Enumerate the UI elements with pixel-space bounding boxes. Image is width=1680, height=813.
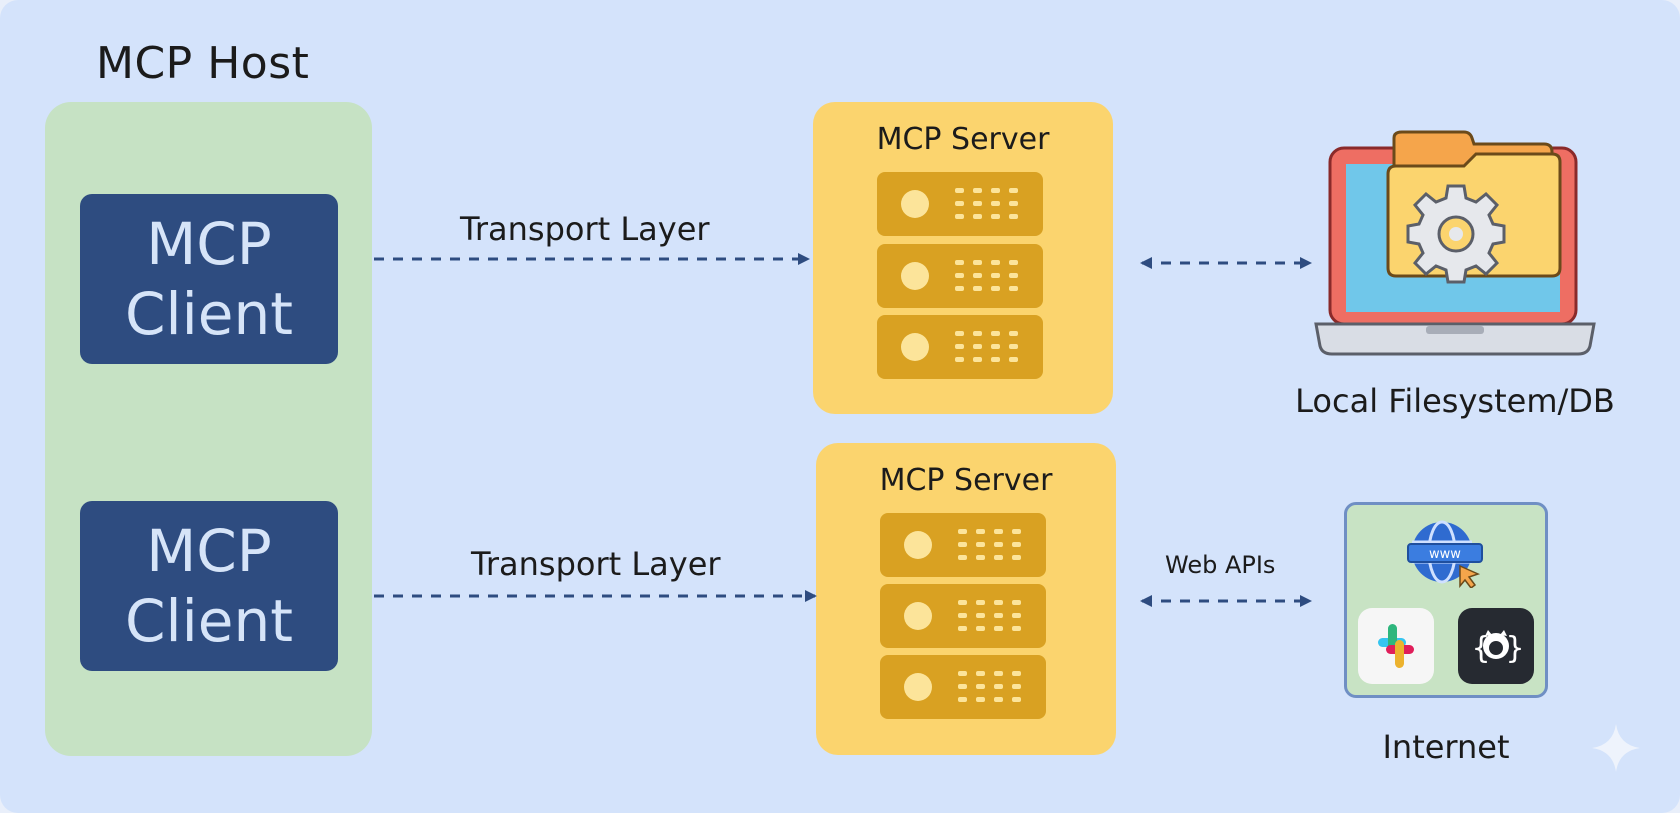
rack-led-icon: [904, 673, 932, 701]
rack-vent-icon: [955, 331, 1023, 365]
rack-vent-icon: [955, 260, 1023, 294]
rack-led-icon: [901, 262, 929, 290]
rack-led-icon: [904, 531, 932, 559]
mcp-client-box: MCP Client: [80, 194, 338, 364]
rack-led-icon: [901, 190, 929, 218]
rack-vent-icon: [958, 529, 1026, 563]
rack-vent-icon: [955, 188, 1023, 222]
mcp-client-box: MCP Client: [80, 501, 338, 671]
slack-icon: [1358, 608, 1434, 684]
svg-text:}: }: [1506, 631, 1524, 666]
laptop-folder-gear-icon: [1314, 130, 1596, 356]
sparkle-icon: [1592, 724, 1640, 772]
web-apis-label: Web APIs: [1165, 551, 1276, 579]
server-rack-unit: [877, 315, 1043, 379]
host-title: MCP Host: [96, 38, 310, 89]
server-title: MCP Server: [879, 463, 1053, 498]
server-rack-unit: [880, 584, 1046, 648]
rack-vent-icon: [958, 600, 1026, 634]
server-rack-unit: [877, 172, 1043, 236]
server-rack-unit: [880, 513, 1046, 577]
rack-led-icon: [904, 602, 932, 630]
globe-www-text: www: [1429, 547, 1461, 562]
github-icon: { }: [1458, 608, 1534, 684]
local-filesystem-label: Local Filesystem/DB: [1295, 382, 1615, 420]
client-label-line1: MCP: [146, 517, 272, 585]
internet-label: Internet: [1382, 728, 1510, 766]
transport-layer-label: Transport Layer: [471, 545, 721, 583]
server-title: MCP Server: [876, 122, 1050, 157]
rack-led-icon: [901, 333, 929, 361]
rack-vent-icon: [958, 671, 1026, 705]
server-rack-unit: [880, 655, 1046, 719]
client-label-line2: Client: [125, 587, 293, 655]
client-label-line2: Client: [125, 280, 293, 348]
transport-layer-label: Transport Layer: [460, 210, 710, 248]
www-globe-icon: www: [1407, 520, 1483, 588]
server-rack-unit: [877, 244, 1043, 308]
client-label-line1: MCP: [146, 210, 272, 278]
